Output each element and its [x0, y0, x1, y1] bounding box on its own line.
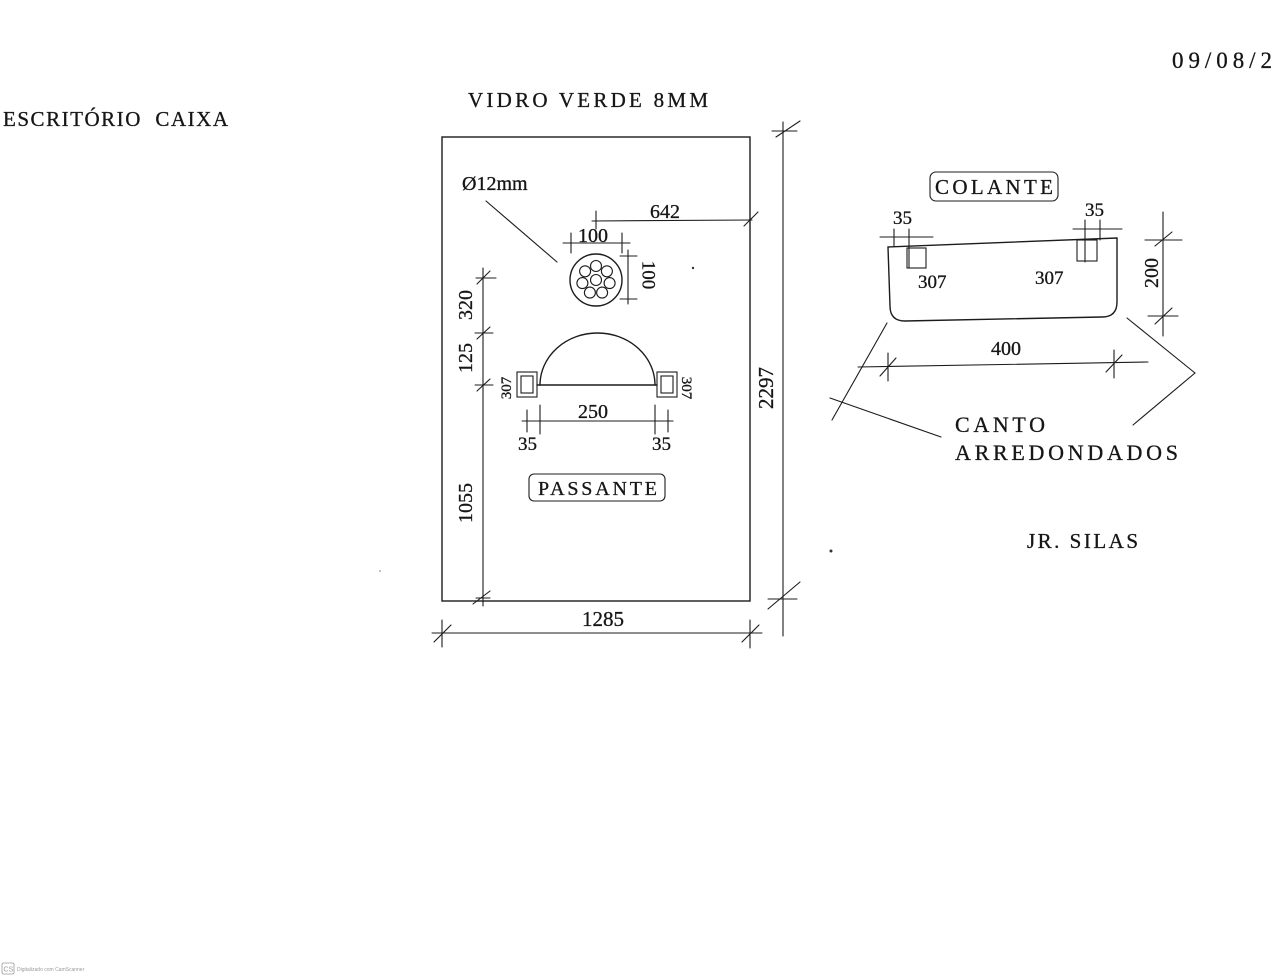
side-notch-right — [1076, 239, 1098, 262]
notch-left — [516, 371, 538, 398]
watermark-logo-box — [1, 962, 15, 975]
dimension-307-left-label: 307 — [499, 376, 515, 399]
colante-label: COLANTE — [935, 175, 1053, 199]
label-border — [528, 473, 666, 502]
rounded-corner-leaders — [829, 317, 1196, 438]
dimension-width: 1285 — [431, 607, 763, 649]
dimension-line — [591, 219, 753, 222]
tick-mark — [472, 590, 491, 605]
side-notch-left — [906, 247, 927, 269]
side-panel-outline — [887, 237, 1118, 322]
tick-mark — [1105, 354, 1123, 373]
watermark-logo: CS — [4, 967, 14, 974]
dimension-35-right-label: 35 — [652, 434, 671, 455]
notch-right-inner — [660, 375, 674, 394]
hole — [576, 277, 589, 290]
tick-mark — [476, 326, 491, 340]
dimension-250: 250 35 35 — [518, 401, 674, 455]
side-dimension-307-right-label: 307 — [1035, 268, 1064, 289]
hole — [600, 265, 613, 278]
main-glass-panel: Ø12mm 642 100 — [431, 120, 801, 649]
dimension-width-label: 1285 — [582, 607, 624, 631]
tick-mark — [775, 120, 801, 138]
side-dimension-307-left-label: 307 — [918, 272, 947, 293]
leader-line — [1126, 317, 1196, 374]
watermark-text: Digitalizado com CamScanner — [17, 967, 85, 973]
dimension-642: 642 — [591, 201, 759, 230]
hole-cluster — [569, 253, 623, 307]
tick-mark — [743, 211, 759, 227]
side-dimension-35-left: 35 — [879, 208, 934, 269]
side-dimension-35-left-label: 35 — [893, 208, 912, 229]
leader-line — [831, 322, 888, 421]
rounded-corner-note-line2: ARREDONDADOS — [955, 440, 1178, 465]
speck — [379, 570, 381, 572]
side-dimension-35-right-label: 35 — [1085, 200, 1104, 221]
dimension-height-label: 2297 — [754, 367, 778, 409]
tick-mark — [1154, 231, 1173, 247]
dimension-height: 2297 — [754, 120, 801, 637]
tick-mark — [767, 581, 801, 610]
tick-mark — [741, 624, 760, 643]
colante-label-border — [929, 171, 1059, 202]
scan-specks — [379, 266, 833, 572]
notch-right — [656, 371, 678, 398]
semicircle-cutout — [539, 332, 656, 386]
dimension-hole-height-label: 100 — [638, 261, 659, 290]
tick-mark — [879, 357, 897, 377]
dimension-hole-width: 100 — [562, 225, 631, 254]
dimension-250-label: 250 — [578, 401, 608, 423]
rounded-corner-note-line1: CANTO — [955, 412, 1045, 437]
date-label: 09/08/2 — [1172, 48, 1272, 73]
client-label: ESCRITÓRIO CAIXA — [3, 107, 229, 131]
scanner-watermark: CS Digitalizado com CamScanner — [1, 962, 85, 975]
hole — [583, 286, 596, 299]
dimension-line — [857, 361, 1149, 368]
side-dimension-width-label: 400 — [991, 338, 1021, 360]
panel-outline — [441, 136, 751, 602]
hole-leader-line — [485, 200, 558, 263]
passante-label: PASSANTE — [538, 478, 657, 500]
hole-cluster-outline — [569, 253, 623, 307]
hole-diameter-label: Ø12mm — [462, 173, 528, 195]
speck — [829, 549, 833, 553]
side-dimension-height: 200 — [1141, 211, 1183, 337]
passante-label-box: PASSANTE — [528, 473, 666, 502]
dimension-1055-label: 1055 — [455, 483, 477, 523]
passante-cutout: 307 307 — [499, 332, 694, 400]
dimension-hole-width-label: 100 — [578, 225, 608, 247]
dimension-35-left-label: 35 — [518, 434, 537, 455]
hole — [603, 277, 616, 290]
dimension-320-label: 320 — [455, 290, 477, 320]
dimension-642-label: 642 — [650, 201, 680, 223]
leader-line — [1132, 372, 1196, 426]
dimension-hole-height: 100 — [619, 249, 659, 305]
tick-mark — [476, 378, 491, 392]
header: 09/08/2 ESCRITÓRIO CAIXA VIDRO VERDE 8MM — [3, 48, 1272, 131]
side-glass-panel: COLANTE 35 35 307 307 200 — [829, 171, 1196, 465]
side-dimension-35-right: 35 — [1072, 200, 1123, 263]
dimension-307-right-label: 307 — [678, 377, 694, 400]
hole — [589, 259, 603, 273]
tick-mark — [1154, 307, 1173, 325]
side-dimension-width: 400 — [857, 338, 1149, 382]
drawing-title: VIDRO VERDE 8MM — [468, 88, 708, 112]
notch-left-inner — [520, 375, 534, 394]
speck — [691, 266, 695, 270]
dimension-125-label: 125 — [455, 343, 477, 373]
hole — [589, 273, 603, 287]
tick-mark — [476, 270, 491, 285]
side-dimension-height-label: 200 — [1141, 258, 1163, 288]
leader-line — [829, 397, 942, 438]
hole — [596, 286, 609, 299]
hole — [579, 265, 592, 278]
signature: JR. SILAS — [1027, 529, 1138, 553]
dimension-left-chain: 320 125 1055 — [455, 267, 497, 607]
tick-mark — [433, 624, 452, 643]
